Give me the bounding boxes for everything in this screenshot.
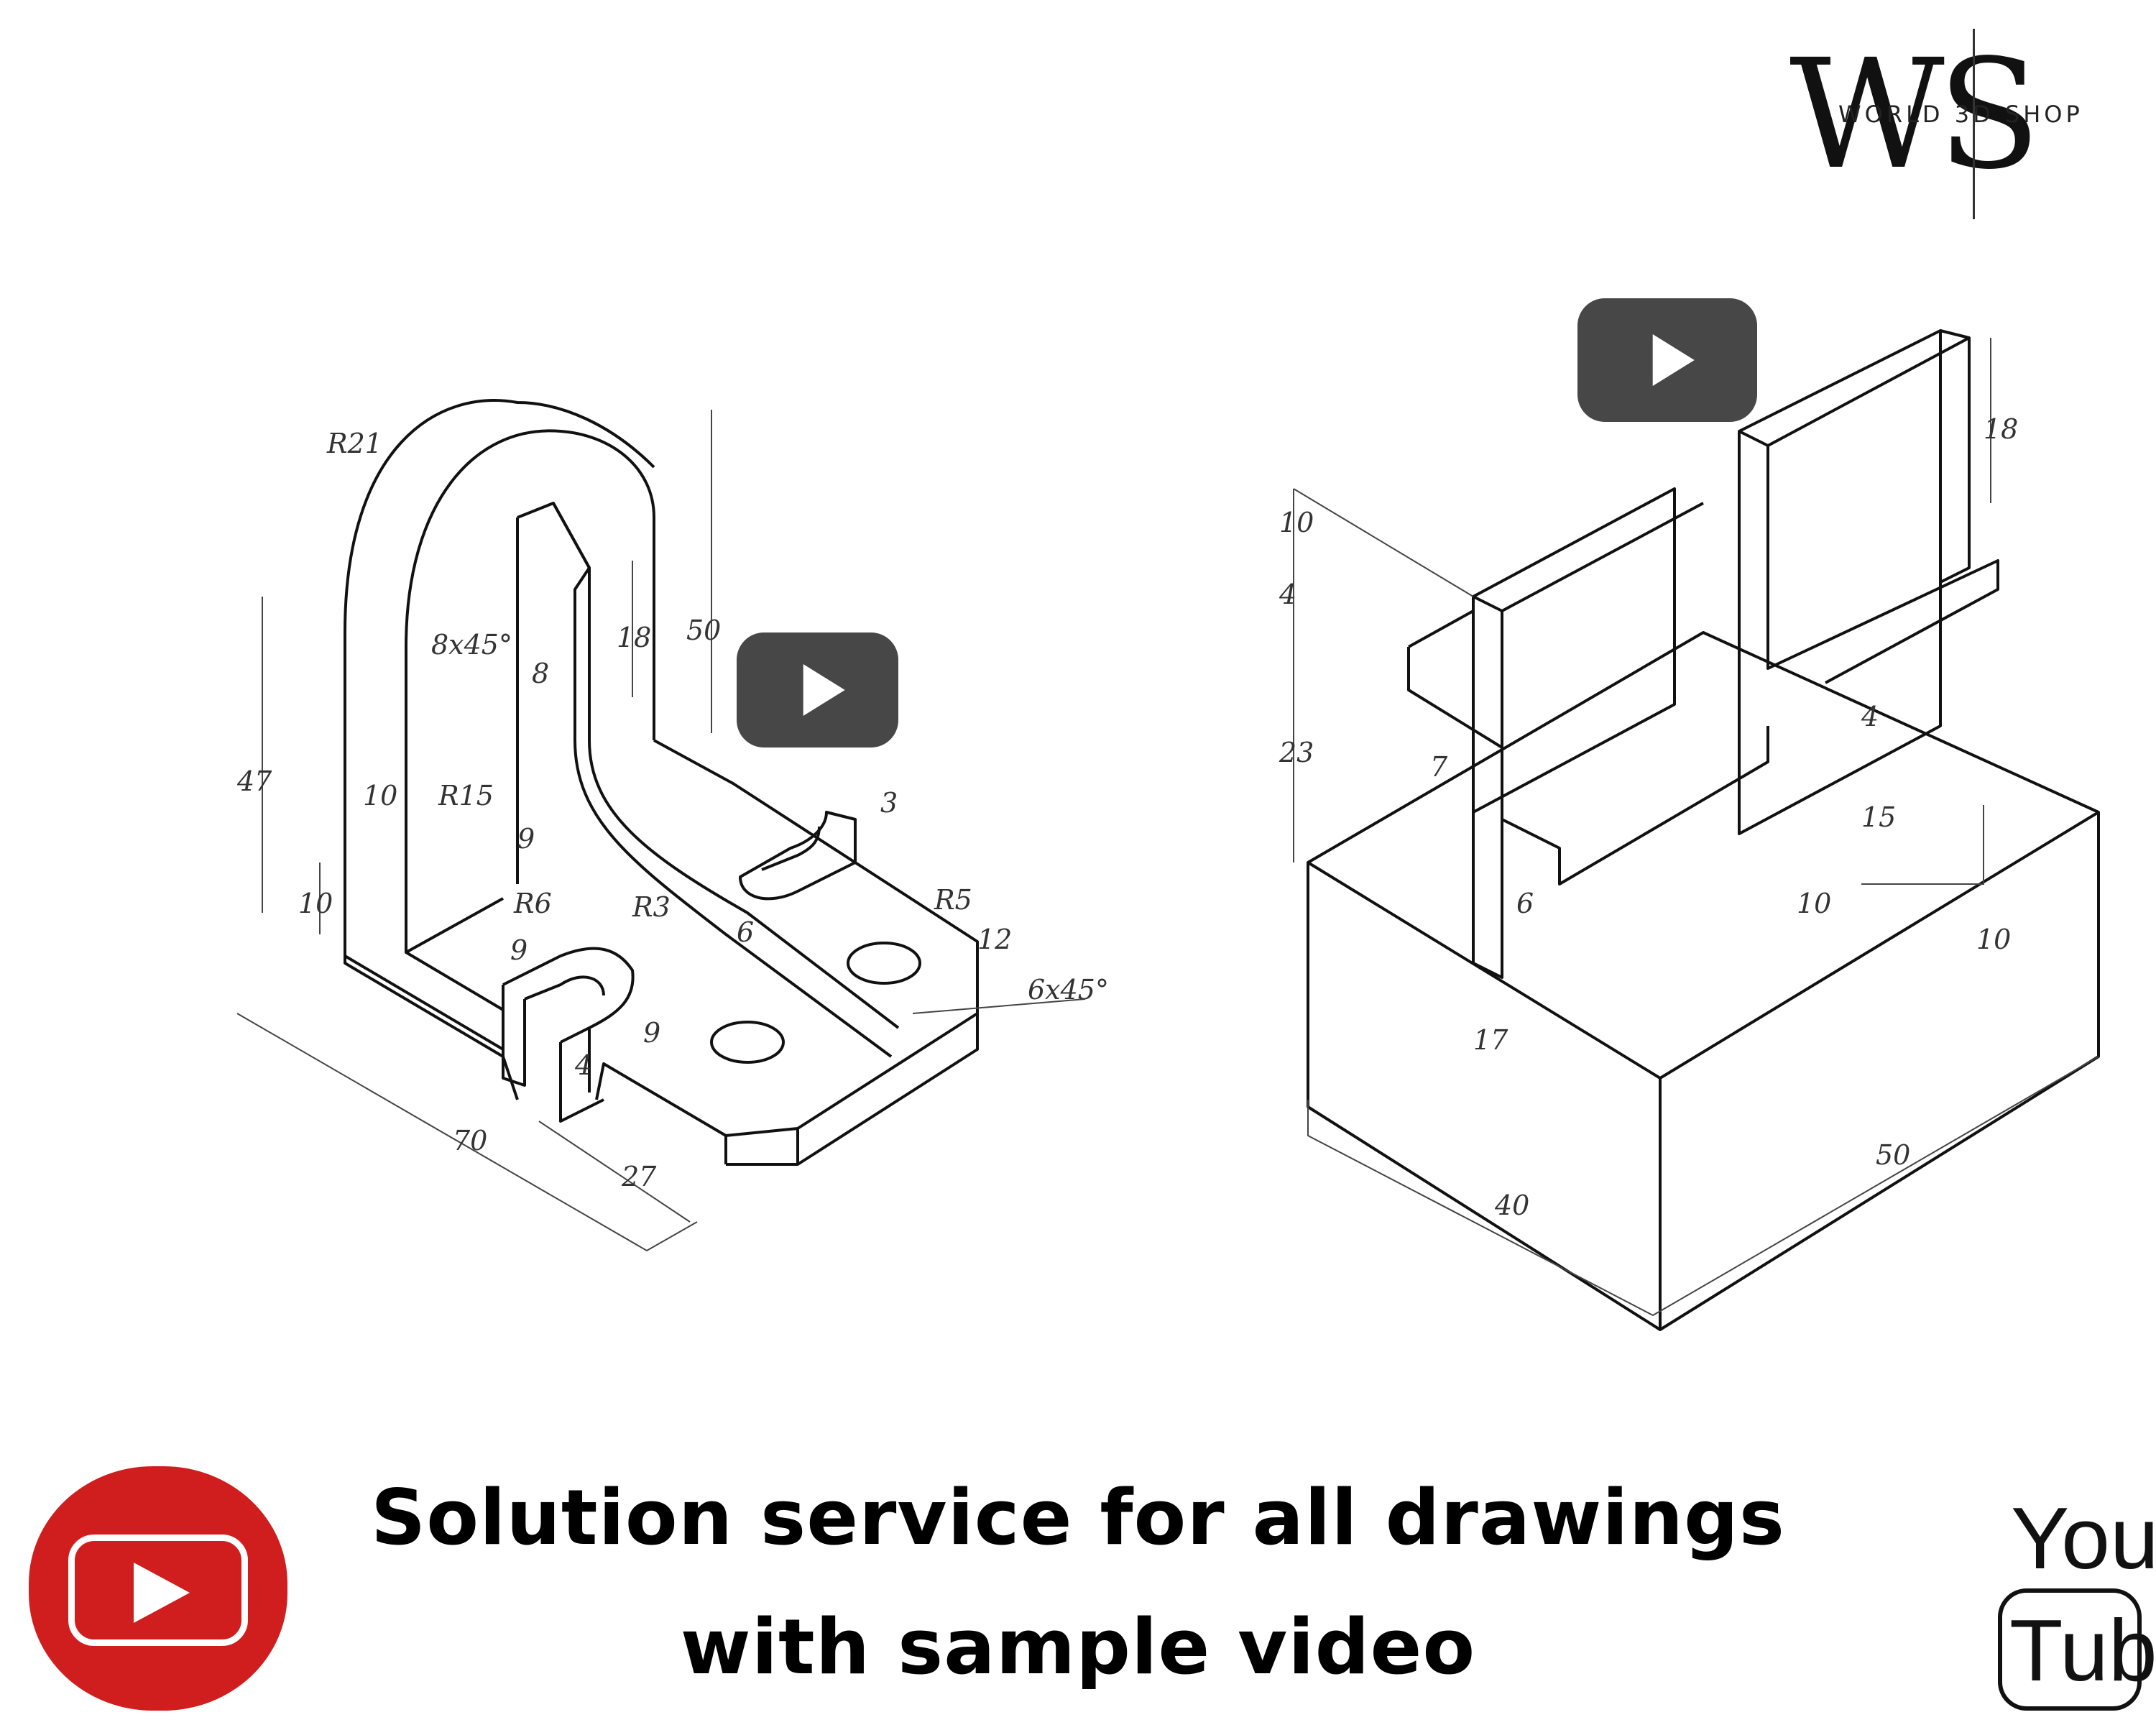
logo-brand-name: WORLD 3D SHOP — [1838, 101, 2083, 128]
dim-18: 18 — [617, 622, 651, 653]
dim-50: 50 — [686, 615, 721, 646]
dim-27: 27 — [621, 1161, 657, 1192]
dim-r-40: 40 — [1494, 1190, 1529, 1221]
dim-9-top: 9 — [517, 823, 535, 855]
dim-3: 3 — [880, 787, 898, 819]
dim-r-23: 23 — [1279, 737, 1314, 768]
dim-r21: R21 — [326, 428, 382, 459]
dim-r-7: 7 — [1430, 751, 1448, 783]
youtube-badge-icon[interactable] — [29, 1466, 287, 1711]
dim-r3: R3 — [632, 891, 671, 923]
play-video-button-left[interactable] — [737, 632, 898, 748]
dim-4: 4 — [574, 1049, 592, 1081]
dim-r-17: 17 — [1473, 1024, 1508, 1056]
dim-chamfer-8x45: 8x45° — [431, 629, 512, 661]
dim-chamfer-6x45: 6x45° — [1028, 974, 1109, 1006]
logo-letters: WS — [1789, 27, 2041, 203]
dim-r-10-base: 10 — [1976, 924, 2011, 955]
play-triangle-icon — [134, 1563, 190, 1623]
dim-r-10-top: 10 — [1279, 507, 1314, 538]
dim-9-bottom: 9 — [643, 1017, 660, 1049]
brand-logo: WS WORLD 3D SHOP — [1782, 29, 2127, 223]
dim-r6: R6 — [513, 888, 552, 919]
dim-r-18: 18 — [1984, 413, 2018, 445]
play-video-button-right[interactable] — [1577, 298, 1757, 422]
dim-12: 12 — [977, 924, 1012, 955]
dim-r-6: 6 — [1516, 888, 1534, 919]
youtube-wordmark: You Tube — [1998, 1494, 2156, 1718]
dim-6: 6 — [737, 916, 754, 948]
youtube-wordmark-box: Tube — [1998, 1588, 2156, 1711]
dim-r5: R5 — [934, 884, 972, 916]
dim-r-4-right: 4 — [1861, 701, 1879, 732]
dim-r-50: 50 — [1876, 1139, 1910, 1171]
dim-r-4: 4 — [1279, 579, 1296, 610]
dim-10-wall: 10 — [363, 780, 397, 811]
youtube-wordmark-tube: Tube — [2009, 1601, 2156, 1699]
dim-9-mid: 9 — [510, 934, 528, 966]
dim-70: 70 — [453, 1125, 487, 1156]
youtube-play-icon — [68, 1535, 248, 1646]
dim-r-10-mid: 10 — [1797, 888, 1831, 919]
caption-line-2: with sample video — [680, 1603, 1476, 1691]
dim-r15: R15 — [438, 780, 494, 811]
dim-8: 8 — [532, 658, 549, 689]
logo-divider — [1973, 29, 1975, 219]
caption-line-1: Solution service for all drawings — [370, 1473, 1786, 1562]
dim-r-15: 15 — [1861, 801, 1896, 833]
dim-47: 47 — [236, 765, 272, 797]
dim-10-left: 10 — [298, 888, 333, 919]
youtube-wordmark-you: You — [2011, 1489, 2156, 1587]
